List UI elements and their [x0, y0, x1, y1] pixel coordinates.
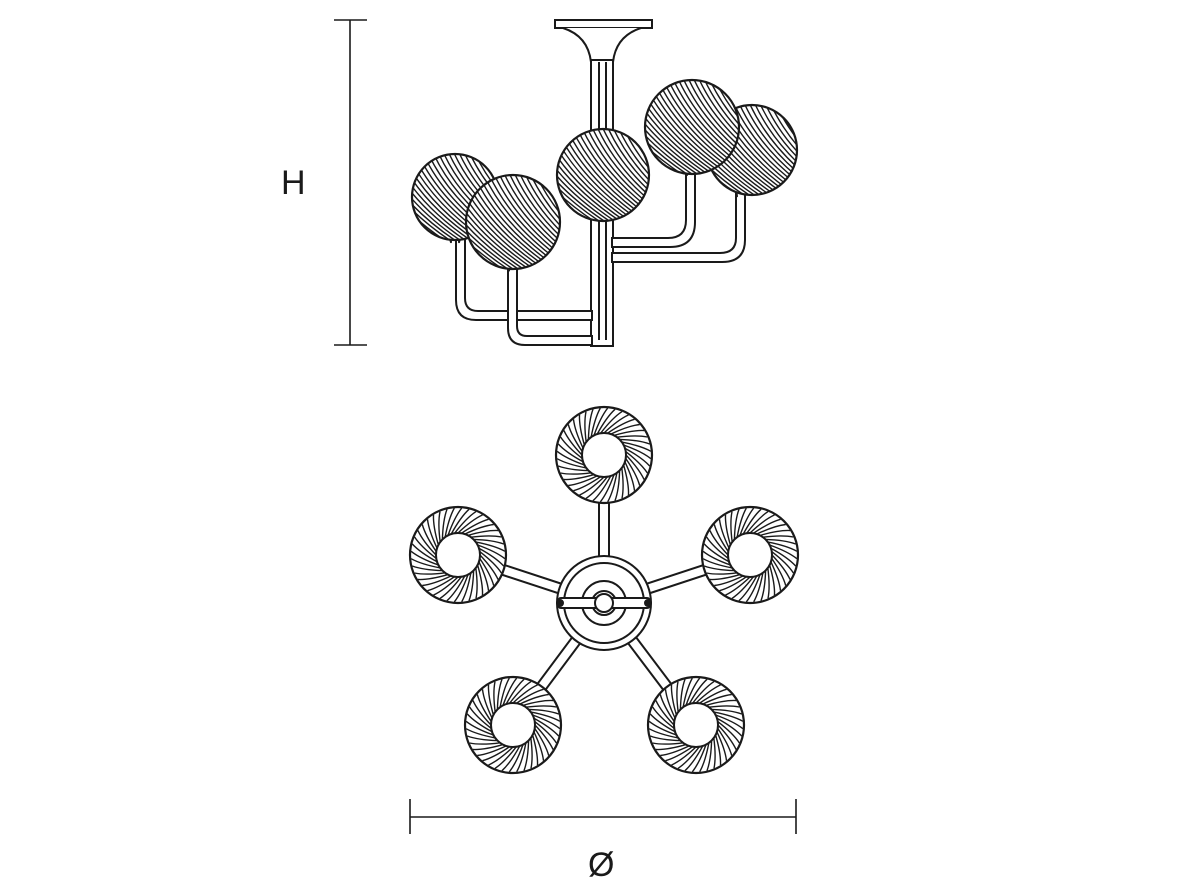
globe-outline	[643, 78, 741, 176]
arm-left-front	[507, 264, 593, 346]
arm-left-back	[455, 237, 593, 321]
globe-opening	[727, 532, 773, 578]
height-label: H	[281, 164, 306, 202]
globe-outline	[464, 173, 562, 271]
globe-outline	[555, 127, 651, 223]
arm	[535, 633, 584, 693]
height-dimension-line	[334, 19, 367, 346]
diameter-dimension-line	[409, 799, 797, 834]
screw-icon	[556, 599, 564, 607]
ceiling-canopy	[554, 19, 653, 29]
arm	[598, 500, 610, 560]
arm	[625, 633, 674, 693]
top-view	[408, 405, 800, 775]
arm-right-back	[611, 189, 746, 263]
top-globe	[700, 505, 800, 605]
diameter-label: Ø	[588, 846, 615, 884]
hub-canopy	[556, 555, 652, 651]
screw-icon	[644, 599, 652, 607]
top-globe	[463, 675, 563, 775]
globe-opening	[673, 702, 719, 748]
top-globe	[408, 505, 508, 605]
globe-opening	[435, 532, 481, 578]
globe-opening	[581, 432, 627, 478]
side-globe	[464, 173, 562, 272]
arm	[642, 563, 710, 596]
top-globe	[646, 675, 746, 775]
top-globe	[554, 405, 654, 505]
canopy-flare	[562, 27, 642, 63]
globe-opening	[490, 702, 536, 748]
arm	[498, 563, 566, 596]
